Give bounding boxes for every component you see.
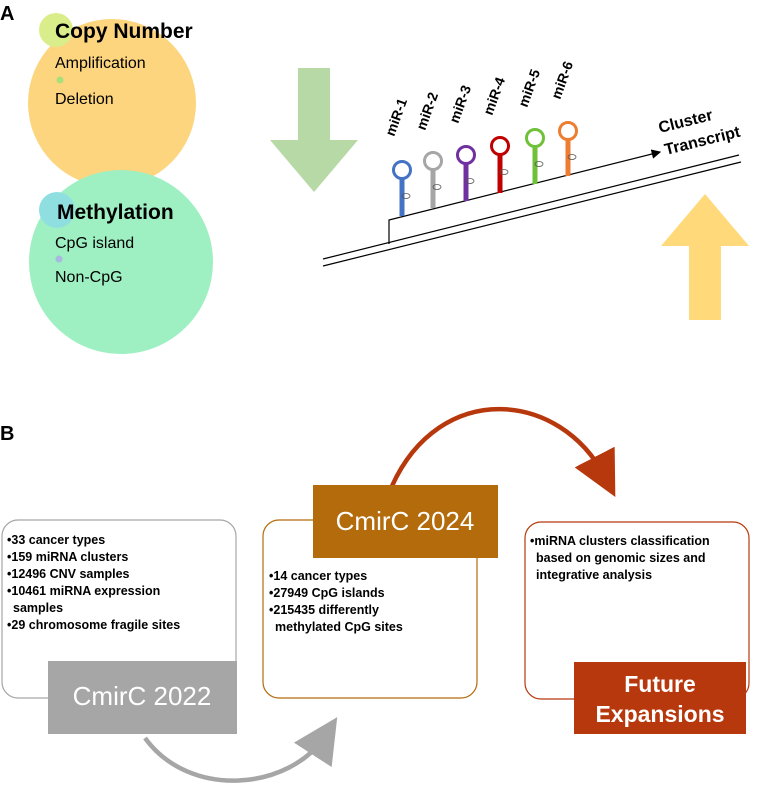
methylation-title: Methylation	[57, 201, 174, 224]
amplification-label: Amplification	[55, 55, 146, 72]
mirna-loop	[392, 160, 412, 180]
future-title-line2: Expansions	[595, 701, 724, 727]
bullet-item: •27949 CpG islands	[269, 586, 385, 600]
green-down-arrow	[270, 68, 358, 192]
mirna-loop	[558, 121, 578, 141]
mirna-bulge	[534, 161, 544, 167]
bullet-item: •33 cancer types	[7, 533, 105, 547]
mirna-loop	[525, 128, 545, 148]
mirna-label: miR-2	[413, 90, 441, 132]
cmirc-2022-title-box	[48, 661, 237, 734]
mirna-hairpin-1: miR-1	[382, 96, 412, 216]
bullet-item: samples	[13, 601, 63, 615]
copy-number-bubble	[28, 19, 196, 187]
bullet-item: •miRNA clusters classification	[530, 534, 710, 548]
copy-number-small-bubble	[39, 13, 73, 47]
bullet-item: •10461 miRNA expression	[7, 584, 160, 598]
mirna-bulge	[432, 184, 442, 190]
mirna-hairpin-5: miR-5	[515, 67, 545, 184]
methylation-bubble	[29, 170, 213, 354]
bullet-item: •159 miRNA clusters	[7, 550, 128, 564]
bullet-item: methylated CpG sites	[275, 620, 403, 634]
mirna-label: miR-6	[548, 59, 576, 101]
future-title-box	[574, 662, 746, 734]
cmirc-2022-title: CmirC 2022	[73, 681, 212, 711]
cmirc-2022-bullets: •33 cancer types •159 miRNA clusters •1249…	[7, 533, 180, 632]
panel-b-label: B	[0, 423, 14, 445]
future-title-line1: Future	[624, 671, 696, 697]
mirna-loop	[490, 136, 510, 156]
mirna-loop	[456, 145, 476, 165]
bullet-item: •14 cancer types	[269, 569, 367, 583]
mirna-hairpin-2: miR-2	[413, 90, 443, 208]
cmirc-2024-bullets: •14 cancer types •27949 CpG islands •21543…	[269, 569, 403, 634]
future-bullets: •miRNA clusters classification based on g…	[530, 534, 710, 582]
mirna-bulge	[465, 178, 475, 184]
panel-a-label: A	[0, 3, 14, 25]
non-cpg-dot	[55, 255, 63, 263]
mirna-hairpin-4: miR-4	[480, 75, 510, 193]
mirna-bulge	[499, 169, 509, 175]
mirna-bulge	[401, 193, 411, 199]
curve-arrow-gray	[143, 717, 338, 783]
mirna-label: miR-1	[382, 96, 410, 138]
curve-arrow-red	[389, 407, 616, 497]
bullet-item: •29 chromosome fragile sites	[7, 618, 180, 632]
bullet-item: •12496 CNV samples	[7, 567, 130, 581]
mirna-bulge	[567, 154, 577, 160]
cmirc-2024-title: CmirC 2024	[336, 506, 475, 536]
deletion-label: Deletion	[55, 91, 114, 108]
methylation-small-bubble	[39, 192, 75, 228]
copy-number-title: Copy Number	[55, 20, 193, 43]
mirna-label: miR-5	[515, 67, 543, 109]
mirna-label: miR-4	[480, 75, 508, 117]
cluster-transcript-arrow	[388, 149, 662, 244]
mirna-label: miR-3	[446, 83, 474, 125]
cpg-island-label: CpG island	[55, 235, 134, 252]
genome-line-bottom	[322, 161, 742, 267]
bullet-item: based on genomic sizes and	[536, 551, 706, 565]
cmirc-2024-title-box	[313, 485, 498, 558]
genome-line-top	[322, 154, 740, 260]
bullet-item: •215435 differently	[269, 603, 379, 617]
deletion-dot	[56, 76, 64, 84]
mirna-loop	[423, 151, 443, 171]
mirna-hairpin-6: miR-6	[548, 59, 578, 176]
bullet-item: integrative analysis	[536, 568, 652, 582]
mirna-hairpin-3: miR-3	[446, 83, 476, 201]
yellow-up-arrow	[661, 194, 749, 320]
non-cpg-label: Non-CpG	[55, 269, 123, 286]
